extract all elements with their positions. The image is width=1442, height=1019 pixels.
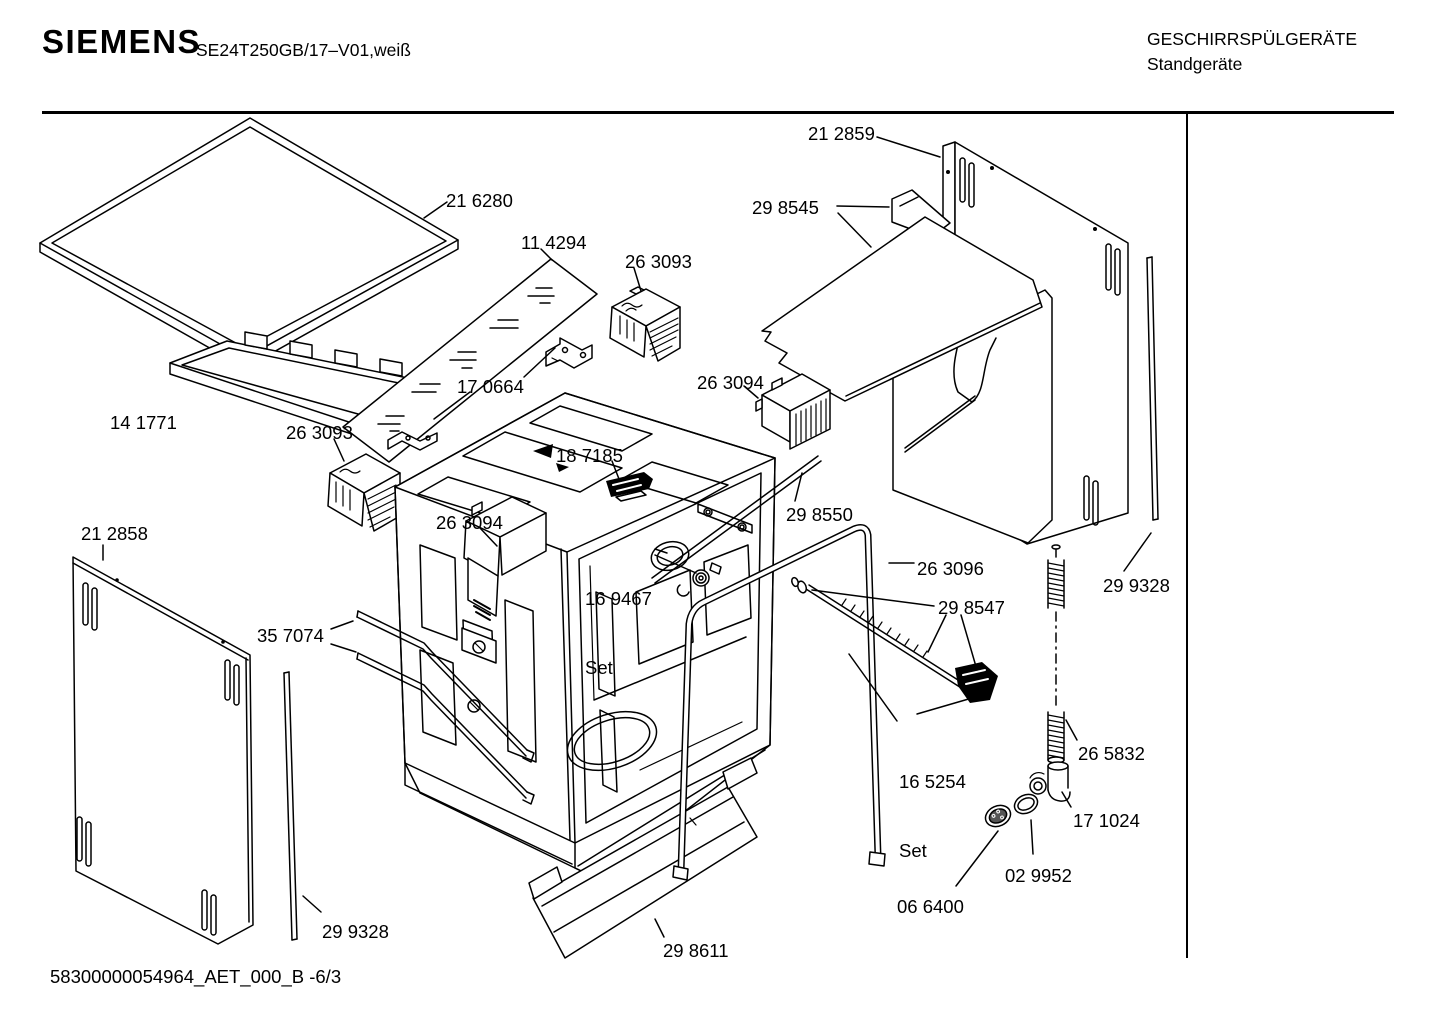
rails-357074-drawing — [356, 610, 535, 805]
rod-298547-drawing — [791, 576, 998, 703]
side-panel-212858-drawing — [72, 556, 254, 945]
part-label-263094-left: 26 3094 — [436, 512, 503, 533]
part-label-265832: 26 5832 — [1078, 743, 1145, 764]
part-label-165254-set: 16 5254 Set — [899, 724, 966, 908]
base-channel-298611-drawing — [528, 757, 758, 959]
direction-arrow-icon — [533, 444, 553, 458]
part-label-299328-bottom: 29 9328 — [322, 921, 389, 942]
part-label-263094-right: 26 3094 — [697, 372, 764, 393]
insulation-mat-114294-drawing — [342, 258, 598, 463]
part-label-212858: 21 2858 — [81, 523, 148, 544]
spring-valve-column-drawing — [984, 544, 1071, 828]
header-rule — [42, 111, 1394, 114]
part-qualifier: Set — [585, 657, 613, 678]
category-title: GESCHIRRSPÜLGERÄTE — [1147, 29, 1358, 49]
part-label-187185: 18 7185 — [556, 445, 623, 466]
part-label-263096: 26 3096 — [917, 558, 984, 579]
part-label-029952: 02 9952 — [1005, 865, 1072, 886]
right-divider-rule — [1186, 113, 1188, 958]
rod-298550-drawing — [651, 455, 822, 584]
leader-lines — [102, 136, 1152, 938]
part-ref: 16 5254 — [899, 771, 966, 792]
part-ref: 16 9467 — [585, 588, 652, 609]
module-263093-left-drawing — [327, 453, 401, 532]
part-label-298545: 29 8545 — [752, 197, 819, 218]
document-id: 58300000054964_AET_000_B -6/3 — [50, 966, 342, 987]
part-qualifier: Set — [899, 840, 927, 861]
module-263094-right-drawing — [755, 373, 831, 450]
part-label-298550: 29 8550 — [786, 504, 853, 525]
trim-strip-right-299328-drawing — [1146, 256, 1159, 521]
part-label-114294: 11 4294 — [521, 232, 587, 253]
part-label-216280: 21 6280 — [446, 190, 513, 211]
part-label-298611: 29 8611 — [663, 940, 729, 961]
part-label-263093-left: 26 3093 — [286, 422, 353, 443]
part-label-212859: 21 2859 — [808, 123, 875, 144]
part-label-357074: 35 7074 — [257, 625, 324, 646]
part-label-263093-upper: 26 3093 — [625, 251, 692, 272]
bracket-170664-b-drawing — [387, 431, 438, 451]
category-subtitle: Standgeräte — [1147, 54, 1243, 74]
module-263093-upper-drawing — [609, 286, 681, 362]
bracket-170664-a-drawing — [545, 337, 593, 369]
model-number: SE24T250GB/17–V01,weiß — [196, 40, 411, 60]
part-label-298547: 29 8547 — [938, 597, 1005, 618]
brand-logo: SIEMENS — [42, 23, 202, 60]
module-263094-left-drawing — [461, 496, 547, 664]
part-label-299328-right: 29 9328 — [1103, 575, 1170, 596]
trim-strip-left-299328-drawing — [283, 671, 298, 941]
part-label-170664: 17 0664 — [457, 376, 524, 397]
part-label-141771: 14 1771 — [110, 412, 177, 433]
part-label-066400: 06 6400 — [897, 896, 964, 917]
part-label-171024: 17 1024 — [1073, 810, 1140, 831]
door-frame-263096-drawing — [672, 524, 886, 881]
worktop-216280-drawing — [39, 117, 459, 369]
part-label-169467-set: 16 9467 Set — [585, 541, 652, 725]
header-category-block: GESCHIRRSPÜLGERÄTE Standgeräte — [1147, 27, 1357, 77]
